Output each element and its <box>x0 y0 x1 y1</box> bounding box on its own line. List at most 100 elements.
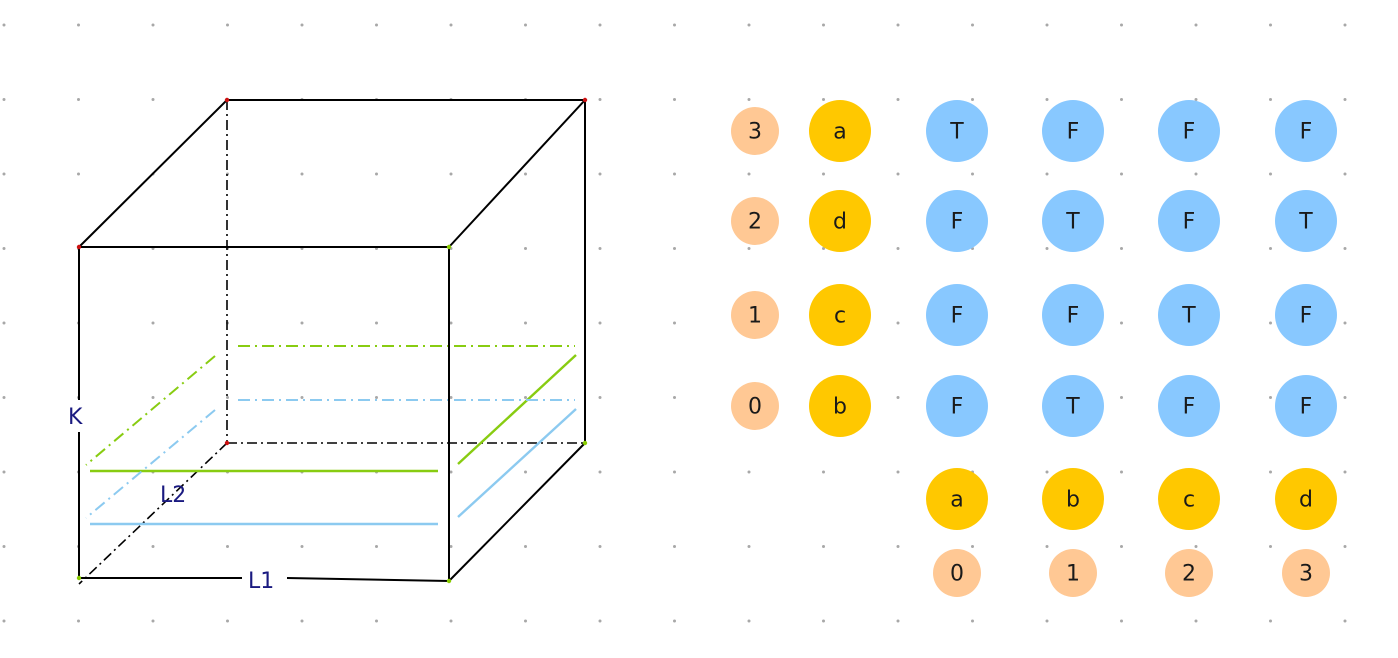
grid-dot <box>673 23 676 27</box>
table-cell-text: F <box>1067 304 1080 329</box>
column-index: 0 <box>933 549 981 597</box>
grid-dot <box>2 23 6 27</box>
grid-dot <box>2 172 6 176</box>
row-letter: c <box>809 284 871 346</box>
table-cell: F <box>1042 100 1104 162</box>
vertex-point <box>446 244 452 250</box>
row-index-circle <box>731 382 779 430</box>
grid-dot <box>524 23 527 27</box>
grid-dot <box>449 321 453 325</box>
grid-dot <box>2 619 6 623</box>
grid-dot <box>1120 98 1123 101</box>
grid-dot <box>673 619 676 623</box>
grid-dot <box>226 396 229 399</box>
grid-dot <box>375 321 378 325</box>
table-cell: F <box>1275 100 1337 162</box>
table-cell-text: T <box>949 120 964 145</box>
grid-dot <box>971 23 974 27</box>
table-cell-circle <box>1042 284 1104 346</box>
row-index-text: 2 <box>748 210 762 235</box>
grid-dot <box>151 619 155 623</box>
grid-dot <box>2 321 6 325</box>
grid-dot <box>747 247 751 250</box>
grid-dot <box>1045 247 1049 250</box>
table-cell-circle <box>926 375 988 437</box>
grid-dot <box>747 545 751 548</box>
row-index-circle <box>731 107 779 155</box>
row-index: 1 <box>731 291 779 339</box>
table-cell-text: F <box>1300 395 1313 420</box>
table-cell-circle <box>1158 284 1220 346</box>
grid-dot <box>673 98 676 101</box>
grid-dot <box>971 172 974 176</box>
cube-top-face <box>78 99 588 248</box>
grid-dot <box>598 247 602 250</box>
grid-dot <box>226 545 229 548</box>
grid-dot <box>673 172 676 176</box>
grid-dot <box>449 23 453 27</box>
table-cell: F <box>926 190 988 252</box>
column-index-circle <box>1282 549 1330 597</box>
grid-dot <box>747 23 751 27</box>
grid-dot <box>524 470 527 474</box>
row-index: 3 <box>731 107 779 155</box>
label-k: K <box>68 405 83 430</box>
column-index: 2 <box>1165 549 1213 597</box>
column-index-text: 1 <box>1066 562 1080 587</box>
column-index-circle <box>1165 549 1213 597</box>
grid-dot <box>1045 23 1049 27</box>
cube-edge <box>286 577 450 582</box>
column-letter-text: d <box>1299 488 1313 513</box>
table-cell-circle <box>926 190 988 252</box>
grid-dot <box>971 98 974 101</box>
grid-dot <box>77 619 80 623</box>
grid-dot <box>524 396 527 399</box>
grid-dot <box>1194 98 1198 101</box>
grid-dot <box>1120 172 1123 176</box>
grid-dot <box>300 172 304 176</box>
table-cell-circle <box>1275 284 1337 346</box>
cube-edge <box>448 442 586 582</box>
row-letter: b <box>809 375 871 437</box>
grid-dot <box>151 321 155 325</box>
grid-dot <box>226 23 229 27</box>
grid-dot <box>1045 545 1049 548</box>
grid-dot <box>1269 396 1272 399</box>
grid-dot <box>896 23 900 27</box>
grid-dot <box>598 172 602 176</box>
grid-dot <box>896 321 900 325</box>
table-cell-text: F <box>1183 210 1196 235</box>
grid-dot <box>375 172 378 176</box>
table-cell: F <box>1158 190 1220 252</box>
table-cell-text: F <box>1183 395 1196 420</box>
row-letter-text: d <box>833 210 847 235</box>
table-cell: F <box>926 375 988 437</box>
grid-dot <box>1120 619 1123 623</box>
grid-dot <box>598 23 602 27</box>
table-cell-text: F <box>1183 120 1196 145</box>
table-cell-circle <box>1042 190 1104 252</box>
grid-dot <box>2 98 6 101</box>
vertex-point <box>76 244 82 250</box>
grid-dot <box>1269 470 1272 474</box>
grid-dot <box>1120 247 1123 250</box>
column-letter: c <box>1158 468 1220 530</box>
vertex-point <box>582 97 588 103</box>
table-cell-text: F <box>1067 120 1080 145</box>
grid-dot <box>1045 98 1049 101</box>
table-cell: T <box>1042 375 1104 437</box>
row-letter: a <box>809 100 871 162</box>
grid-dot <box>1343 23 1347 27</box>
table-cell-circle <box>1275 375 1337 437</box>
row-index-text: 1 <box>748 304 762 329</box>
grid-dot <box>2 545 6 548</box>
grid-dot <box>151 98 155 101</box>
grid-dot <box>524 619 527 623</box>
grid-dot <box>1194 545 1198 548</box>
column-letter: a <box>926 468 988 530</box>
table-cell-circle <box>1275 100 1337 162</box>
grid-dot <box>1343 470 1347 474</box>
green-plane-edge <box>457 354 577 465</box>
vertex-point <box>446 578 452 584</box>
grid-dot <box>524 172 527 176</box>
